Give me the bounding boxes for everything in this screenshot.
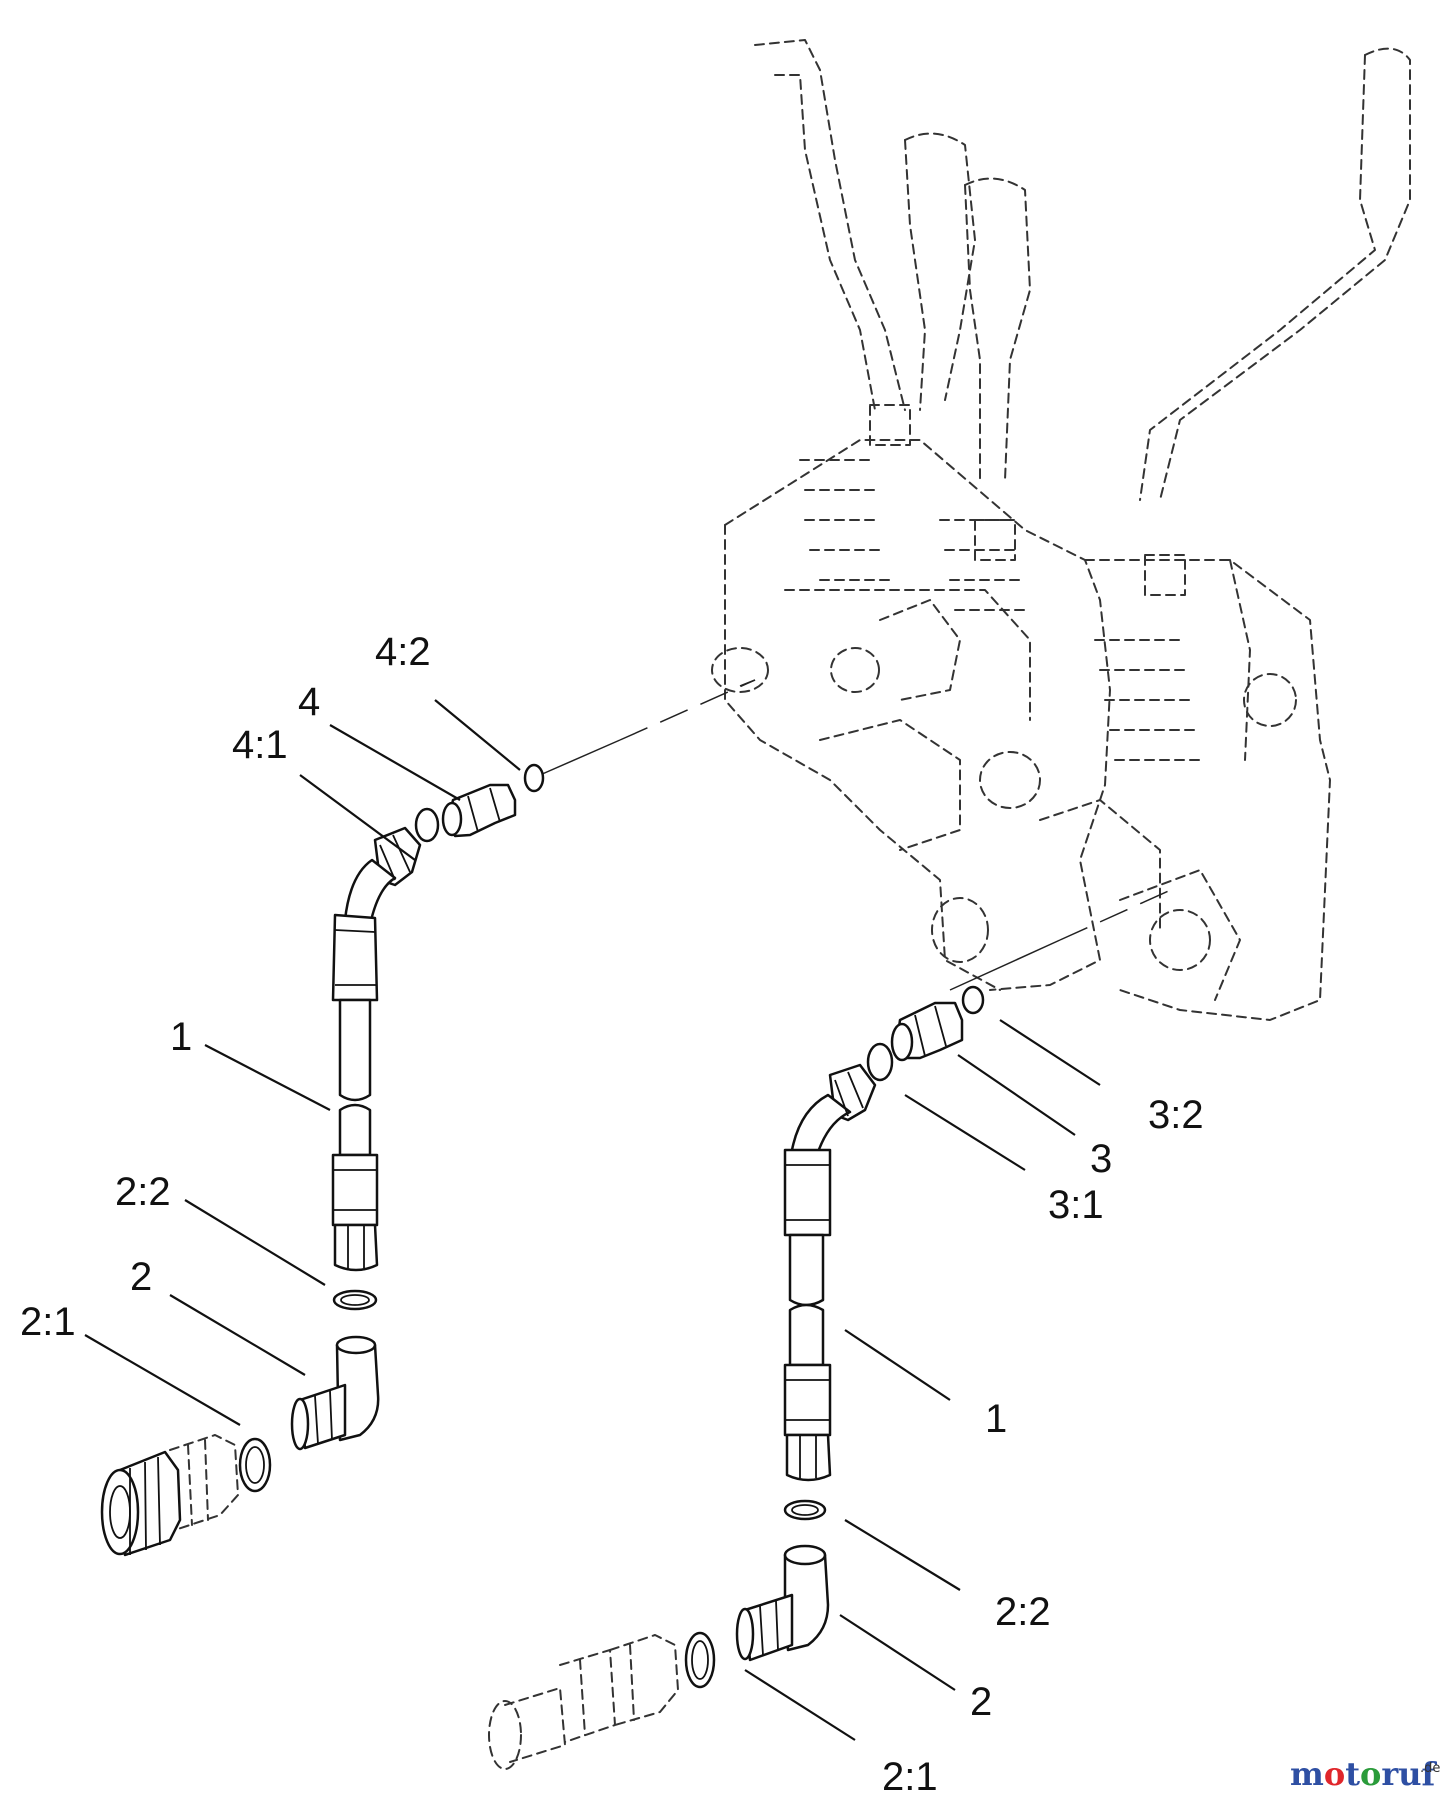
o-ring-4-2 xyxy=(523,763,545,793)
callout-2-1-right: 2:1 xyxy=(882,1755,938,1799)
elbow-2-left xyxy=(238,1289,380,1493)
hose-1-left xyxy=(331,826,422,1272)
o-ring-3-1 xyxy=(866,1042,894,1082)
leader-lines xyxy=(84,699,1101,1741)
callout-2-left: 2 xyxy=(130,1255,152,1299)
o-ring-2-1-left xyxy=(238,1437,272,1493)
callout-3-2: 3:2 xyxy=(1148,1093,1204,1137)
o-ring-2-1-right xyxy=(684,1631,716,1689)
callout-4-2: 4:2 xyxy=(375,630,431,674)
o-ring-3-2 xyxy=(961,985,985,1015)
watermark-text: motoruf xyxy=(1290,1755,1437,1793)
adapter-4 xyxy=(414,763,545,843)
quick-coupler-right xyxy=(488,1634,679,1770)
callout-2-2-right: 2:2 xyxy=(995,1590,1051,1634)
assembly-axis-lines xyxy=(539,679,1176,991)
callout-2-2-left: 2:2 xyxy=(115,1170,171,1214)
hose-1-right xyxy=(783,1063,877,1482)
watermark-logo: motoruf .de xyxy=(1290,1755,1440,1793)
o-ring-2-2-right xyxy=(783,1499,827,1521)
callout-2-1-left: 2:1 xyxy=(20,1300,76,1344)
callout-3-1: 3:1 xyxy=(1048,1183,1104,1227)
callout-1-left: 1 xyxy=(170,1015,192,1059)
callouts: 4:2 4 4:1 1 2:2 2 2:1 3:2 3 3:1 1 2:2 2 … xyxy=(20,630,1204,1799)
callout-4-1: 4:1 xyxy=(232,723,288,767)
callout-1-right: 1 xyxy=(985,1397,1007,1441)
control-valve-phantom xyxy=(711,39,1411,1021)
elbow-2-right xyxy=(684,1499,830,1689)
callout-4: 4 xyxy=(298,680,320,724)
adapter-3 xyxy=(866,985,985,1082)
o-ring-2-2-left xyxy=(332,1289,378,1311)
callout-2-right: 2 xyxy=(970,1680,992,1724)
callout-3: 3 xyxy=(1090,1137,1112,1181)
watermark-tld: .de xyxy=(1420,1761,1440,1776)
o-ring-4-1 xyxy=(414,807,440,843)
quick-coupler-left xyxy=(100,1434,239,1557)
